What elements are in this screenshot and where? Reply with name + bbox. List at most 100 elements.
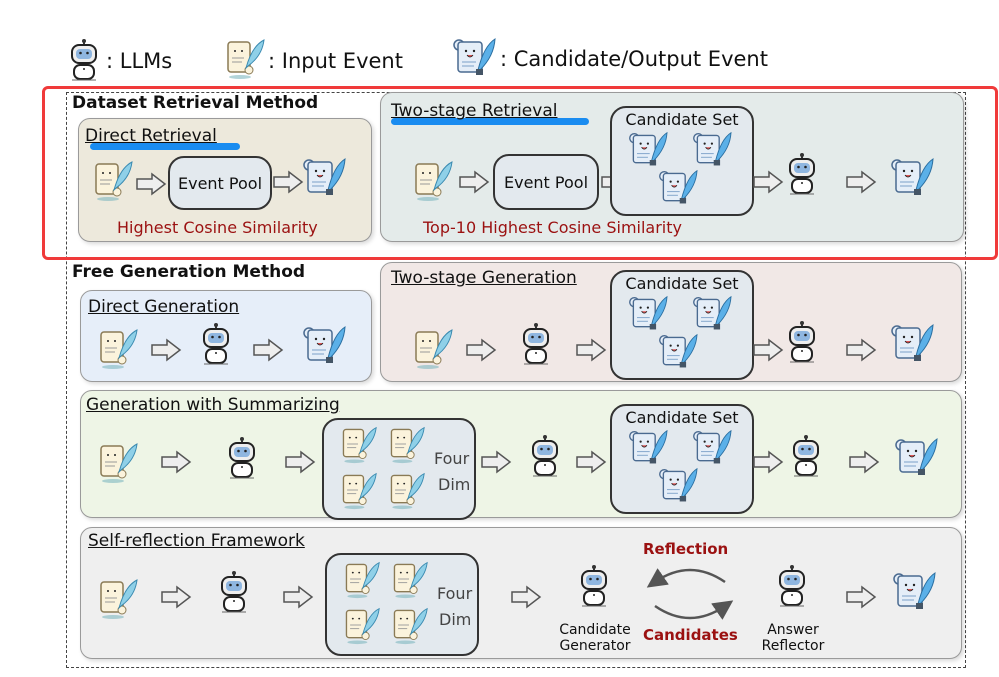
output-scroll-icon (626, 294, 668, 334)
highlight-underline (90, 143, 240, 150)
arrow-icon (282, 585, 314, 609)
arrow-icon (575, 450, 607, 474)
four-label: Four (434, 449, 470, 468)
arrow-icon (845, 338, 877, 362)
arrow-icon (252, 338, 284, 362)
direct-generation-title: Direct Generation (88, 297, 240, 317)
highlight-box (42, 86, 998, 260)
event-pool-box: Event Pool (493, 154, 599, 210)
section-title-dataset-retrieval: Dataset Retrieval Method (72, 93, 319, 113)
legend-llms: : LLMs (106, 49, 173, 73)
arrow-icon (575, 338, 607, 362)
robot-icon (196, 322, 236, 366)
robot-icon (525, 434, 565, 478)
two-stage-retrieval-title: Two-stage Retrieval (391, 101, 558, 121)
candidates-label: Candidates (643, 626, 738, 644)
direct-retrieval-title: Direct Retrieval (85, 126, 217, 146)
output-scroll-icon (888, 322, 934, 366)
candidate-set-box: Candidate Set (610, 404, 754, 514)
reflection-label: Reflection (643, 540, 729, 558)
two-stage-generation-title: Two-stage Generation (391, 268, 577, 288)
arrow-icon (752, 338, 784, 362)
arrow-icon (160, 585, 192, 609)
arrow-icon (150, 338, 182, 362)
dim-label: Dim (439, 610, 472, 629)
arrow-icon (848, 450, 880, 474)
output-scroll-icon (892, 436, 938, 480)
arrow-icon (480, 450, 512, 474)
four-label: Four (437, 584, 473, 603)
output-scroll-icon (690, 130, 732, 170)
arrow-icon (845, 170, 877, 194)
input-scroll-icon (338, 424, 378, 464)
robot-icon (782, 152, 822, 196)
arrow-icon (752, 170, 784, 194)
input-scroll-icon (410, 158, 454, 202)
candidate-set-label: Candidate Set (625, 408, 739, 427)
arrow-icon (845, 585, 877, 609)
legend-input-event: : Input Event (268, 49, 403, 73)
arrow-icon (510, 585, 542, 609)
input-scroll-icon (95, 440, 139, 484)
arrow-icon (284, 450, 316, 474)
candidate-set-label: Candidate Set (625, 274, 739, 293)
arrow-icon (458, 170, 490, 194)
robot-icon (786, 434, 826, 478)
input-scroll-icon (386, 470, 426, 510)
arrow-icon (272, 170, 304, 194)
output-scroll-icon (690, 428, 732, 468)
output-scroll-icon (656, 168, 698, 208)
robot-icon (516, 322, 556, 366)
reflector-line1: Answer (767, 622, 819, 638)
input-scroll-icon (90, 158, 134, 202)
robot-icon (222, 436, 262, 480)
summarizing-title: Generation with Summarizing (86, 395, 340, 415)
arrow-icon (135, 172, 167, 196)
dim-label: Dim (438, 475, 471, 494)
legend-output-event: : Candidate/Output Event (500, 47, 768, 71)
output-scroll-icon (888, 156, 934, 200)
reflection-cycle-arrows (646, 568, 734, 620)
answer-reflector-robot-icon (772, 564, 812, 608)
direct-retrieval-caption: Highest Cosine Similarity (117, 218, 318, 237)
candidate-generator-label: Candidate Generator (552, 622, 638, 654)
output-scroll-icon (450, 36, 496, 80)
input-scroll-icon (338, 470, 378, 510)
input-scroll-icon (341, 605, 381, 645)
input-scroll-icon (389, 605, 429, 645)
generator-line1: Candidate (559, 622, 631, 638)
generator-line2: Generator (559, 638, 631, 654)
candidate-set-box: Candidate Set (610, 106, 754, 216)
input-scroll-icon (389, 559, 429, 599)
robot-icon (214, 570, 254, 614)
four-dim-box: Four Dim (325, 553, 479, 656)
answer-reflector-label: Answer Reflector (750, 622, 836, 654)
event-pool-label: Event Pool (177, 173, 263, 193)
output-scroll-icon (690, 294, 732, 334)
input-scroll-icon (95, 576, 139, 620)
arrow-icon (465, 338, 497, 362)
four-dim-box: Four Dim (322, 418, 476, 520)
reflector-line2: Reflector (761, 638, 825, 654)
input-scroll-icon (341, 559, 381, 599)
input-scroll-icon (95, 326, 139, 370)
output-scroll-icon (300, 324, 346, 368)
output-scroll-icon (656, 332, 698, 372)
event-pool-box: Event Pool (168, 156, 272, 210)
output-scroll-icon (300, 156, 346, 200)
output-scroll-icon (656, 466, 698, 506)
robot-icon (782, 320, 822, 364)
candidate-generator-robot-icon (574, 564, 614, 608)
input-scroll-icon (386, 424, 426, 464)
output-scroll-icon (626, 130, 668, 170)
highlight-underline (391, 118, 589, 125)
arrow-icon (160, 450, 192, 474)
candidate-set-box: Candidate Set (610, 270, 754, 380)
self-reflection-title: Self-reflection Framework (88, 531, 305, 551)
arrow-icon (752, 450, 784, 474)
input-scroll-icon (222, 36, 266, 80)
candidate-set-label: Candidate Set (625, 110, 739, 129)
input-scroll-icon (410, 326, 454, 370)
output-scroll-icon (626, 428, 668, 468)
